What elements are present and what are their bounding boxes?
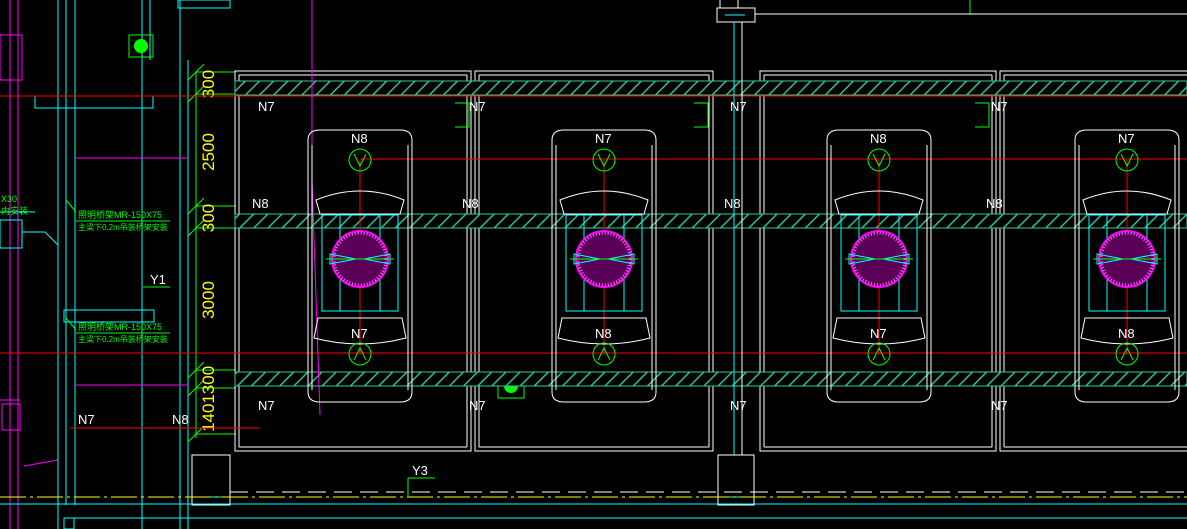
lamp-lower-icon bbox=[1115, 342, 1139, 366]
bay-mid-label: N8 bbox=[252, 196, 269, 211]
cable-tray-note-2: 照明桥架MR-150X75 主梁下0.2m吊装桥架安装 bbox=[65, 317, 170, 344]
vertical-trunk bbox=[191, 22, 755, 506]
note-1-line-2: 主梁下0.2m吊装桥架安装 bbox=[78, 222, 168, 232]
bay-bottom-label: N7 bbox=[258, 398, 275, 413]
bay-top-label: N7 bbox=[730, 99, 747, 114]
switch-box-icon bbox=[975, 102, 990, 128]
bay-top-label: N7 bbox=[991, 99, 1008, 114]
lamp-upper-icon bbox=[348, 148, 372, 172]
axis-label-y1: Y1 bbox=[143, 272, 170, 288]
left-label-n8: N8 bbox=[172, 412, 189, 427]
dimension-column: 300 2500 300 3000 300 1401 bbox=[187, 63, 236, 443]
lamp-lower-icon bbox=[867, 342, 891, 366]
ventilation-fan-icon bbox=[326, 230, 394, 288]
switch-box-icon bbox=[694, 102, 709, 128]
dashed-bottom-lines bbox=[0, 491, 1187, 498]
dim-label-300-c: 300 bbox=[199, 366, 218, 394]
lamp-lower-icon bbox=[348, 342, 372, 366]
dim-label-3000: 3000 bbox=[199, 281, 218, 319]
ventilation-fan-icon bbox=[845, 230, 913, 288]
dim-label-1401: 1401 bbox=[199, 394, 218, 432]
ventilation-fan-icon bbox=[1093, 230, 1161, 288]
lamp-lower-label: N8 bbox=[595, 326, 612, 341]
lamp-lower-label: N7 bbox=[870, 326, 887, 341]
lamp-lower-label: N7 bbox=[351, 326, 368, 341]
left-label-n7: N7 bbox=[78, 412, 95, 427]
axis-y1-text: Y1 bbox=[150, 272, 166, 287]
bay-bottom-label: N7 bbox=[469, 398, 486, 413]
dim-label-300-b: 300 bbox=[199, 204, 218, 232]
lamp-upper-label: N7 bbox=[595, 131, 612, 146]
note-2-line-1: 照明桥架MR-150X75 bbox=[78, 321, 162, 332]
bay-bottom-label: N7 bbox=[991, 398, 1008, 413]
bay-bottom-label: N7 bbox=[730, 398, 747, 413]
ventilation-fan-icon bbox=[570, 230, 638, 288]
bay-mid-label: N8 bbox=[462, 196, 479, 211]
lamp-upper-label: N8 bbox=[351, 131, 368, 146]
bay-top-label: N7 bbox=[469, 99, 486, 114]
axis-label-y3: Y3 bbox=[407, 463, 435, 497]
dim-label-2500: 2500 bbox=[199, 133, 218, 171]
lamp-upper-icon bbox=[592, 148, 616, 172]
dim-label-300-a: 300 bbox=[199, 70, 218, 98]
note-1-line-1: 照明桥架MR-150X75 bbox=[78, 209, 162, 220]
cable-tray-note-1: 照明桥架MR-150X75 主梁下0.2m吊装桥架安装 bbox=[65, 199, 170, 232]
lamp-upper-label: N8 bbox=[870, 131, 887, 146]
switch-box-icon bbox=[455, 102, 470, 128]
lamp-upper-icon bbox=[867, 148, 891, 172]
lamp-upper-icon bbox=[1115, 148, 1139, 172]
car-outline bbox=[826, 129, 932, 403]
bay-mid-label: N8 bbox=[724, 196, 741, 211]
left-fragment-1: X30 bbox=[1, 194, 17, 204]
hatched-beams bbox=[234, 80, 1187, 387]
bay-mid-label: N8 bbox=[986, 196, 1003, 211]
left-fragment-2: 内安装 bbox=[1, 205, 28, 216]
bay-top-label: N7 bbox=[258, 99, 275, 114]
note-2-line-2: 主梁下0.2m吊装桥架安装 bbox=[78, 334, 168, 344]
lamp-lower-label: N8 bbox=[1118, 326, 1135, 341]
lamp-lower-icon bbox=[592, 342, 616, 366]
lamp-upper-label: N7 bbox=[1118, 131, 1135, 146]
axis-y3-text: Y3 bbox=[412, 463, 428, 478]
